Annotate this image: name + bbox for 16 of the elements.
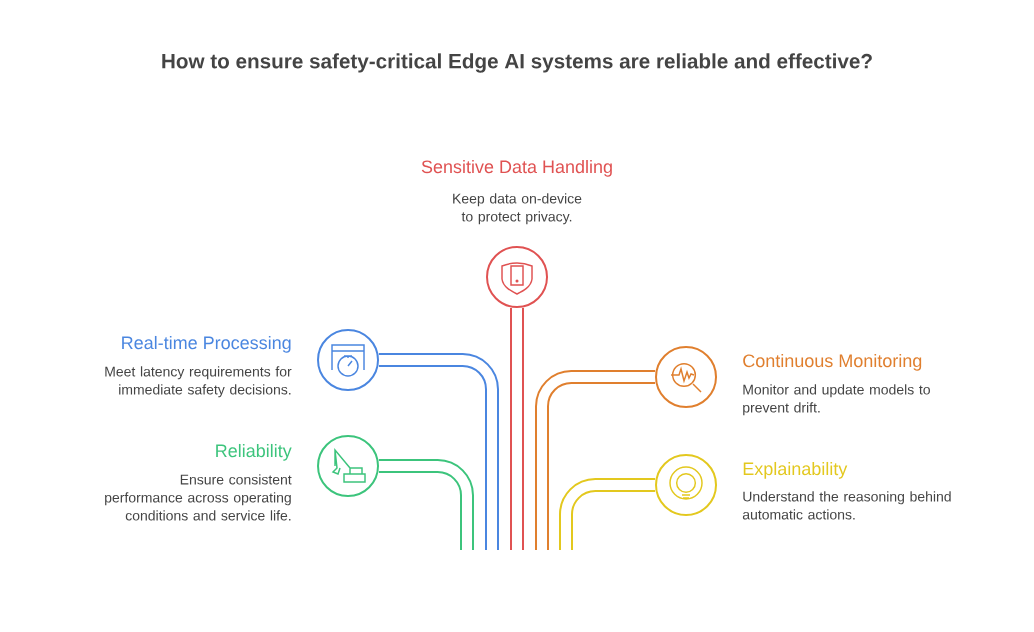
description: Meet latency requirements for immediate safety decisions. [105, 366, 292, 398]
heading: Sensitive Data Handling [421, 159, 612, 177]
description: Understand the reasoning behind automatic actions. [742, 491, 951, 520]
heading: Reliability [216, 443, 292, 461]
pipe [379, 459, 474, 550]
description: Keep data on-device to protect privacy. [453, 193, 582, 225]
description: Monitor and update models to prevent drift. [743, 384, 930, 416]
pipe [535, 370, 655, 550]
heading: Continuous Monitoring [743, 353, 922, 371]
pipe [379, 353, 499, 550]
heading: Real-time Processing [122, 335, 291, 353]
heading: Explainability [743, 461, 848, 479]
title: How to ensure safety-critical Edge AI systems are reliable and effective? [162, 53, 872, 73]
pipe [510, 308, 524, 550]
pipe [559, 478, 655, 550]
description: Ensure consistent performance across operating conditions and service life. [105, 474, 292, 521]
